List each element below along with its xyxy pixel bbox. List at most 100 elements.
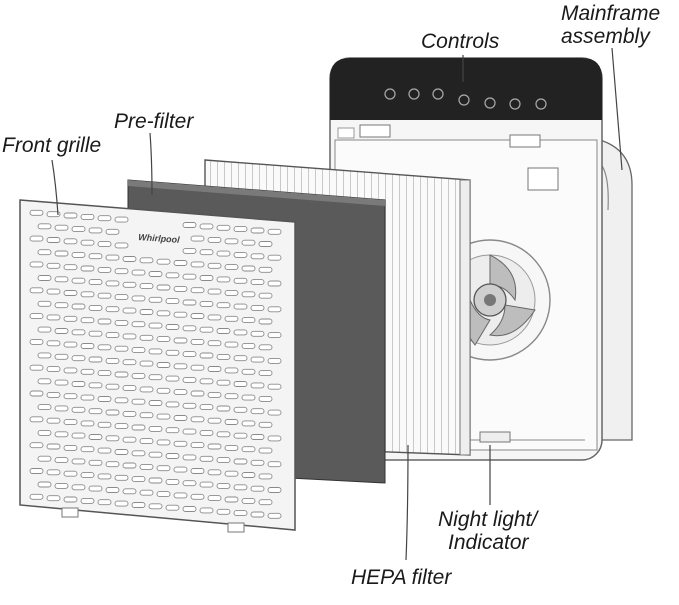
grille-slot xyxy=(224,315,239,322)
grille-slot xyxy=(156,465,171,472)
grille-slot xyxy=(233,381,248,387)
grille-slot xyxy=(46,391,61,398)
grille-slot xyxy=(207,314,222,321)
grille-slot xyxy=(71,432,86,439)
grille-slot xyxy=(54,379,69,386)
grille-slot xyxy=(207,417,222,424)
grille-slot xyxy=(182,325,197,332)
grille-slot xyxy=(173,311,188,318)
grille-slot xyxy=(250,434,265,440)
grille-slot xyxy=(267,254,282,261)
grille-slot xyxy=(199,352,214,359)
grille-slot xyxy=(148,477,163,484)
grille-slot xyxy=(207,236,222,243)
grille-slot xyxy=(37,352,52,359)
grille-slot xyxy=(139,334,154,341)
grille-slot xyxy=(139,309,154,315)
grille-slot xyxy=(139,386,154,393)
grille-slot xyxy=(37,300,52,307)
grille-slot xyxy=(182,428,197,435)
grille-slot xyxy=(37,378,52,385)
grille-slot xyxy=(156,439,171,446)
grille-slot xyxy=(148,503,163,510)
grille-slot xyxy=(258,292,273,299)
grille-slot xyxy=(267,228,282,235)
grille-slot xyxy=(63,290,78,296)
grille-slot xyxy=(71,251,86,258)
grille-slot xyxy=(207,495,222,502)
grille-slot xyxy=(165,504,180,511)
control-button-3 xyxy=(432,88,444,100)
grille-slot xyxy=(190,468,205,474)
grille-slot xyxy=(29,209,44,216)
grille-slot xyxy=(63,444,78,451)
grille-slot xyxy=(105,409,120,416)
grille-slot xyxy=(54,457,69,464)
grille-slot xyxy=(131,321,146,328)
grille-slot xyxy=(122,359,137,366)
grille-slot xyxy=(250,227,265,234)
leader-front-grille xyxy=(51,159,59,216)
grille-slot xyxy=(199,249,214,256)
grille-slot xyxy=(267,435,282,442)
grille-slot xyxy=(131,424,146,431)
grille-slot xyxy=(224,393,239,400)
grille-slot xyxy=(71,484,86,491)
grille-slot xyxy=(54,328,69,334)
grille-slot xyxy=(71,458,86,465)
grille-slot xyxy=(241,472,256,478)
grille-slot xyxy=(241,420,256,427)
grille-slot xyxy=(105,487,120,493)
grille-slot xyxy=(114,397,129,404)
grille-slot xyxy=(97,447,112,454)
grille-slot xyxy=(80,446,95,453)
grille-slot xyxy=(258,344,273,351)
grille-slot xyxy=(224,264,239,271)
grille-slot xyxy=(148,271,163,277)
grille-slot xyxy=(71,303,86,310)
grille-slot xyxy=(258,370,273,377)
grille-slot xyxy=(105,254,120,261)
grille-slot xyxy=(29,442,44,449)
grille-slot xyxy=(182,376,197,383)
grille-slot xyxy=(250,459,265,466)
grille-slot xyxy=(97,266,112,273)
grille-slot xyxy=(80,472,95,479)
grille-slot xyxy=(29,338,44,345)
leader-hepa xyxy=(405,444,409,561)
grille-slot xyxy=(105,228,120,235)
grille-slot xyxy=(267,357,282,364)
grille-slot xyxy=(216,482,231,489)
grille-slot xyxy=(97,318,112,325)
grille-slot xyxy=(105,461,120,468)
grille-slot xyxy=(29,390,44,397)
grille-slot xyxy=(105,306,120,313)
grille-slot xyxy=(199,378,214,385)
grille-slot xyxy=(224,496,239,503)
grille-slot xyxy=(122,462,137,469)
grille-slot xyxy=(267,487,282,493)
leader-lines xyxy=(51,47,623,561)
grille-slot xyxy=(131,269,146,276)
grille-slot xyxy=(88,253,103,260)
grille-slot xyxy=(241,291,256,298)
grille-slot xyxy=(88,382,103,389)
grille-slot xyxy=(224,367,239,374)
grille-slot xyxy=(131,347,146,354)
grille-slot xyxy=(267,461,282,468)
grille-slot xyxy=(139,283,154,290)
front-grille: Whirlpool xyxy=(19,199,296,533)
grille-slot xyxy=(54,482,69,489)
grille-slot xyxy=(148,374,163,381)
grille-slot xyxy=(267,280,282,287)
grille-slot xyxy=(97,215,112,222)
grille-slot xyxy=(148,400,163,406)
grille-slot xyxy=(122,488,137,495)
grille-slot xyxy=(131,450,146,457)
grille-slot xyxy=(139,489,154,496)
grille-slot xyxy=(173,466,188,473)
grille-slot xyxy=(148,425,163,432)
grille-slot xyxy=(156,413,171,420)
grille-slot xyxy=(156,310,171,317)
grille-slot xyxy=(88,485,103,492)
